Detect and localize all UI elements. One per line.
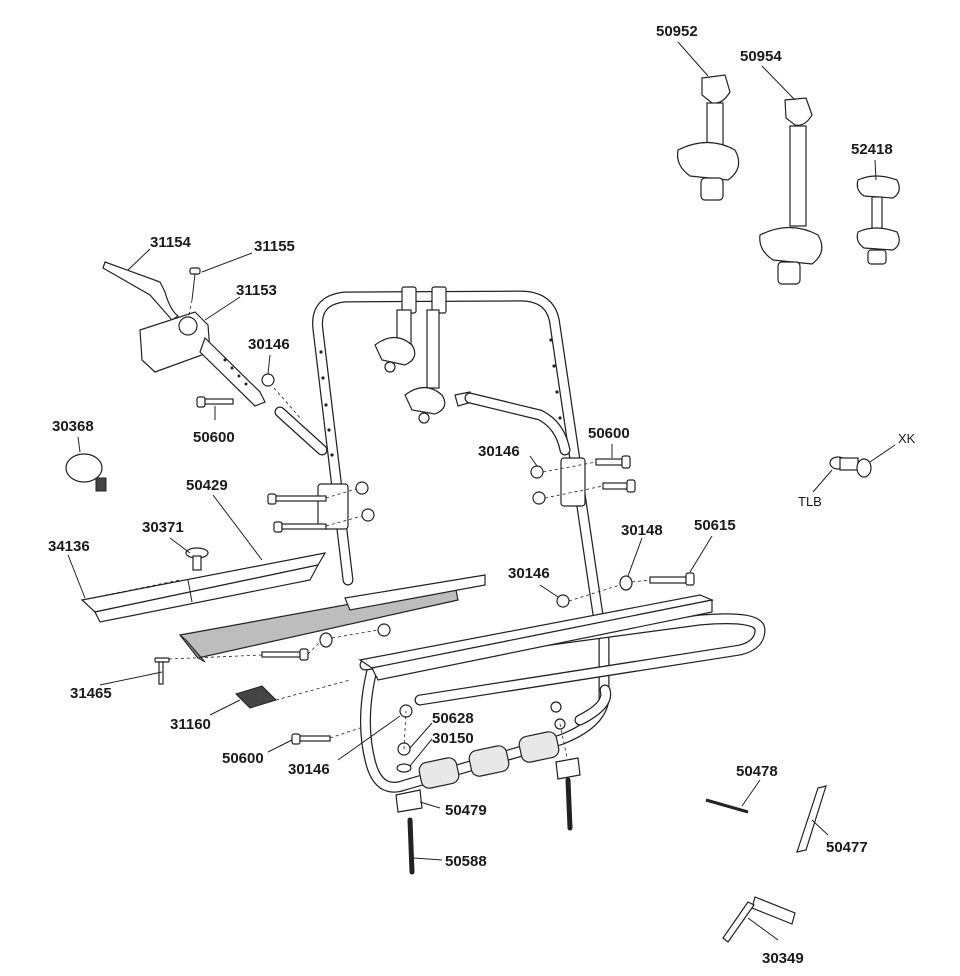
wheel-rail-50429-assembly bbox=[80, 552, 486, 663]
part-label-30368: 30368 bbox=[52, 418, 94, 435]
part-label-50954: 50954 bbox=[740, 48, 782, 65]
part-label-50628: 50628 bbox=[432, 710, 474, 727]
part-label-30146: 30146 bbox=[248, 336, 290, 353]
holder-50952-drawing bbox=[676, 74, 740, 201]
part-label-50477: 50477 bbox=[826, 839, 868, 856]
part-label-30150: 30150 bbox=[432, 730, 474, 747]
frame-holes bbox=[319, 338, 562, 457]
clamp-31153-drawing bbox=[139, 311, 266, 407]
part-label-31160: 31160 bbox=[170, 716, 211, 733]
part-label-31155: 31155 bbox=[254, 238, 295, 255]
part-label-31465: 31465 bbox=[70, 685, 112, 702]
bolt-31155-drawing bbox=[187, 267, 201, 321]
part-label-52418: 52418 bbox=[851, 141, 893, 158]
part-labels: 50952 50954 52418 31154 31155 31153 3014… bbox=[48, 23, 916, 967]
small-hardware bbox=[65, 373, 872, 943]
part-label-34136: 34136 bbox=[48, 538, 90, 555]
frame-arm-adjuster bbox=[454, 391, 571, 456]
strap-31154-drawing bbox=[102, 261, 180, 321]
part-label-50478: 50478 bbox=[736, 763, 778, 780]
holder-50954-drawing bbox=[759, 97, 823, 285]
part-label-30148: 30148 bbox=[621, 522, 663, 539]
left-upright-bracket bbox=[317, 483, 349, 530]
part-label-30349: 30349 bbox=[762, 950, 804, 967]
part-label-50952: 50952 bbox=[656, 23, 698, 40]
part-label-31154: 31154 bbox=[150, 234, 192, 251]
part-label-xk: XK bbox=[898, 431, 916, 446]
part-label-50588: 50588 bbox=[445, 853, 487, 870]
part-label-30146: 30146 bbox=[508, 565, 550, 582]
leader-lines bbox=[67, 41, 896, 941]
part-label-50600: 50600 bbox=[588, 425, 630, 442]
part-label-50429: 50429 bbox=[186, 477, 228, 494]
part-label-50600: 50600 bbox=[222, 750, 264, 767]
frame-bike-holder-2 bbox=[404, 286, 447, 424]
part-label-50600: 50600 bbox=[193, 429, 235, 446]
part-label-31153: 31153 bbox=[236, 282, 277, 299]
part-label-30146: 30146 bbox=[288, 761, 330, 778]
holder-52418-drawing bbox=[856, 175, 900, 265]
part-label-30371: 30371 bbox=[142, 519, 184, 536]
bumper-pad bbox=[418, 757, 460, 789]
bumper-pad bbox=[468, 745, 510, 777]
right-upright-bracket bbox=[560, 457, 586, 507]
lower-frame bbox=[358, 594, 766, 793]
part-label-30146: 30146 bbox=[478, 443, 520, 460]
part-label-tlb: TLB bbox=[798, 494, 822, 509]
assembly-guides bbox=[81, 387, 651, 759]
part-label-50479: 50479 bbox=[445, 802, 487, 819]
frame-bike-holder-1 bbox=[374, 286, 417, 373]
bumper-pad bbox=[518, 731, 560, 763]
part-label-50615: 50615 bbox=[694, 517, 736, 534]
